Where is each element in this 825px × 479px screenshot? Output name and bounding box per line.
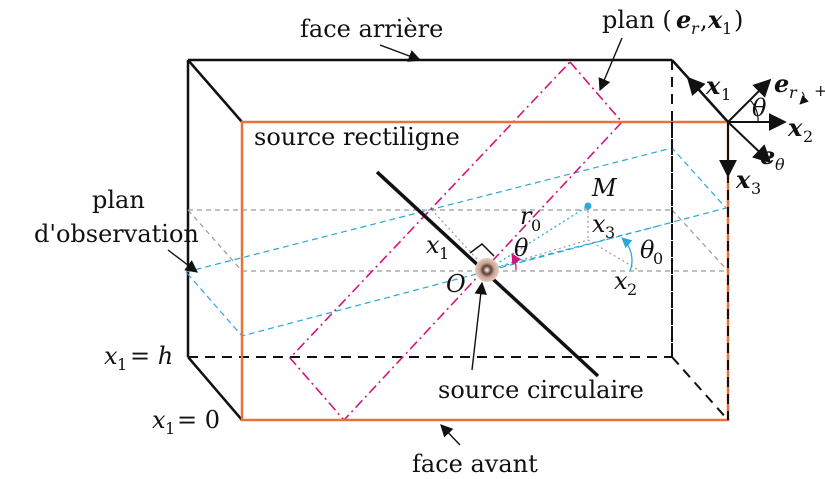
origin-label: O: [446, 270, 466, 298]
basis-x1-label: x 1: [705, 71, 731, 104]
back-face: [186, 58, 673, 358]
svg-text:θ: θ: [640, 236, 655, 264]
svg-text:x: x: [707, 5, 723, 34]
svg-text:x: x: [705, 71, 721, 100]
svg-text:θ: θ: [775, 155, 785, 174]
svg-text:e: e: [774, 69, 789, 98]
svg-text:r: r: [520, 202, 533, 230]
svg-text:1: 1: [165, 419, 175, 438]
svg-text:x: x: [614, 267, 628, 295]
theta0-arc: [621, 237, 633, 272]
face-arriere-label: face arrière: [300, 15, 443, 43]
svg-text:2: 2: [803, 127, 813, 146]
plan-observation-line2: d'observation: [34, 220, 199, 248]
svg-text:x: x: [787, 113, 803, 142]
svg-text:e: e: [676, 5, 691, 34]
theta-arc: [511, 253, 522, 271]
label-arrows: [167, 37, 623, 446]
basis-x2-label: x 2: [787, 113, 813, 146]
svg-text:1: 1: [721, 85, 731, 104]
svg-text:3: 3: [751, 179, 761, 198]
face-avant-label: face avant: [412, 450, 538, 478]
source-rectiligne-label: source rectiligne: [254, 123, 460, 151]
plane-er-x1: [288, 60, 624, 422]
svg-text:1: 1: [117, 355, 127, 374]
r0-label: r 0: [520, 202, 541, 235]
svg-text:x: x: [152, 406, 166, 434]
svg-text:x: x: [735, 165, 751, 194]
basis-vectors: [686, 76, 809, 178]
svg-text:0: 0: [531, 216, 541, 235]
svg-text:x: x: [104, 342, 118, 370]
x2-local-label: x 2: [614, 267, 637, 299]
source-circulaire-label: source circulaire: [438, 376, 644, 404]
x3-local-label: x 3: [592, 210, 615, 242]
svg-text:= h: = h: [130, 342, 173, 370]
basis-theta-label: θ: [752, 94, 767, 122]
point-m-label: M: [591, 174, 618, 202]
svg-text:x: x: [592, 210, 606, 238]
svg-text:= 0: = 0: [177, 406, 220, 434]
svg-text:1: 1: [722, 19, 732, 38]
svg-text:): ): [734, 6, 743, 34]
plan-observation-line1: plan: [92, 186, 145, 214]
svg-text:e: e: [760, 141, 775, 170]
svg-text:1: 1: [439, 244, 449, 263]
x1-eq-0-label: x 1 = 0: [152, 406, 220, 438]
svg-text:,: ,: [700, 6, 708, 34]
basis-x3-label: x 3: [735, 165, 761, 198]
plus-sign: +: [814, 81, 825, 100]
svg-text:r: r: [691, 19, 700, 38]
svg-text:x: x: [426, 231, 440, 259]
theta0-label: θ 0: [640, 236, 663, 268]
basis-er-label: e r: [774, 69, 798, 102]
source-circulaire-ball: [475, 258, 499, 282]
front-face: [240, 120, 730, 422]
theta-label: θ: [514, 234, 529, 262]
right-angle-mark: [469, 243, 495, 257]
x1-local-label: x 1: [426, 231, 449, 263]
svg-text:r: r: [789, 83, 798, 102]
svg-text:plan (: plan (: [602, 6, 672, 34]
basis-etheta-label: e θ: [760, 141, 785, 174]
plan-er-x1-label: plan ( e r , x 1 ): [602, 5, 743, 38]
svg-text:0: 0: [653, 249, 663, 268]
point-m: [584, 202, 592, 210]
svg-text:3: 3: [605, 223, 615, 242]
x1-eq-h-label: x 1 = h: [104, 342, 173, 374]
svg-text:2: 2: [627, 280, 637, 299]
